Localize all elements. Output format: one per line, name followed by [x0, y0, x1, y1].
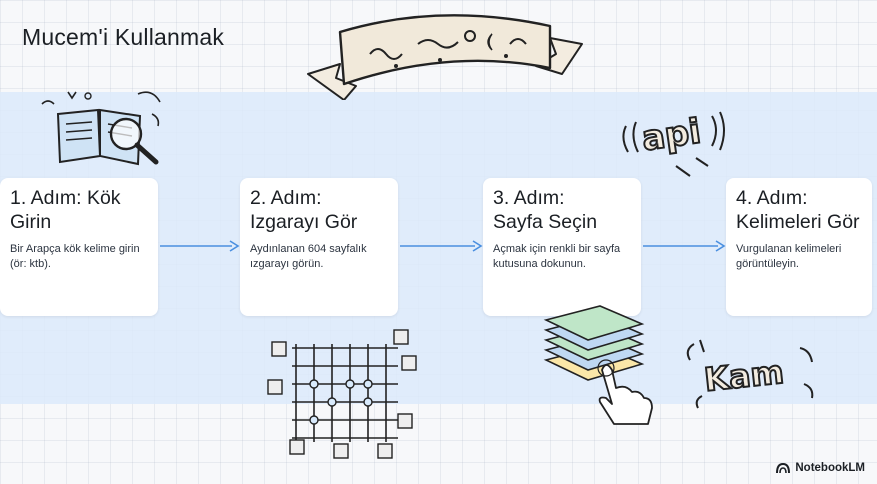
brand-name: NotebookLM: [795, 462, 865, 474]
step-4-title: 4. Adım: Kelimeleri Gör: [736, 187, 860, 233]
step-3-title: 3. Adım: Sayfa Seçin: [493, 187, 598, 233]
notebooklm-logo-icon: [776, 462, 791, 474]
step-card-4: 4. Adım: Kelimeleri Gör Vurgulanan kelim…: [726, 178, 872, 316]
kam-text-doodle: Kam: [686, 339, 814, 409]
arrow-3-to-4: [643, 240, 726, 252]
stacked-pages-hand-doodle: [543, 305, 653, 425]
step-1-title: 1. Adım: Kök Girin: [10, 187, 121, 233]
step-2-description: Aydınlanan 604 sayfalık ızgarayı görün.: [250, 243, 367, 270]
grid-cubes-doodle: [267, 329, 417, 459]
arrow-2-to-3: [400, 240, 483, 252]
notebooklm-brand: NotebookLM: [776, 462, 865, 474]
api-text: api: [639, 111, 703, 159]
step-1-description: Bir Arapça kök kelime girin (ör: ktb).: [10, 243, 140, 270]
api-text-doodle: api: [622, 110, 725, 177]
step-3-description: Açmak için renkli bir sayfa kutusuna dok…: [493, 243, 621, 270]
step-2-title: 2. Adım: Izgarayı Gör: [250, 187, 358, 233]
scroll-banner-doodle: [307, 14, 583, 100]
step-card-3: 3. Adım: Sayfa Seçin Açmak için renkli b…: [483, 178, 641, 316]
book-magnifier-doodle: [41, 91, 161, 166]
page-title: Mucem'i Kullanmak: [22, 24, 225, 50]
arrow-1-to-2: [160, 240, 240, 252]
step-card-2: 2. Adım: Izgarayı Gör Aydınlanan 604 say…: [240, 178, 398, 316]
step-4-description: Vurgulanan kelimeleri görüntüleyin.: [736, 243, 842, 270]
kam-text: Kam: [702, 353, 785, 399]
step-card-1: 1. Adım: Kök Girin Bir Arapça kök kelime…: [0, 178, 158, 316]
